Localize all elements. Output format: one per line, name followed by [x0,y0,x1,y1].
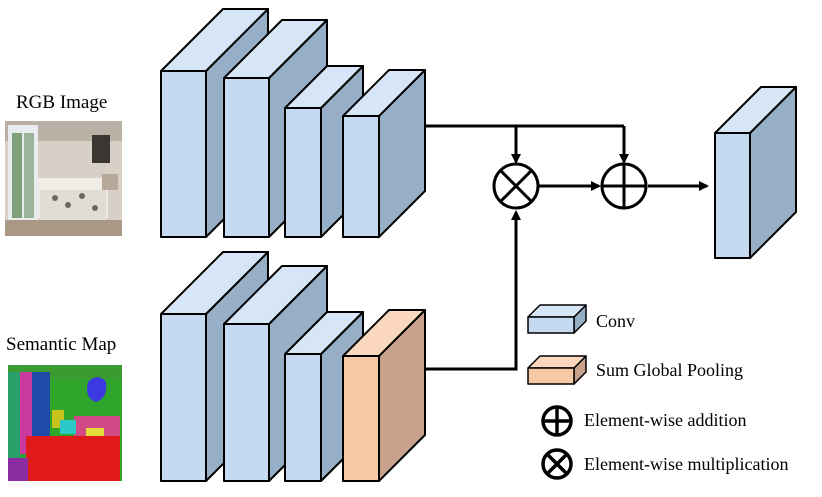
legend-add-icon [541,405,573,437]
bottom-branch-line [425,210,521,371]
legend-pool-label: Sum Global Pooling [596,360,744,380]
rgb-image-label: RGB Image [16,92,108,113]
rgb-conv-block-4 [342,69,426,238]
legend-conv-icon [527,304,587,334]
legend-conv-label: Conv [596,311,636,331]
legend-multiply-icon [541,448,573,480]
multiply-operator-icon [492,162,540,210]
semantic-map-thumbnail [8,365,122,481]
rgb-image-thumbnail [5,121,122,236]
connections [425,124,709,371]
layer-blocks [160,8,797,482]
legend-add-label: Element-wise addition [584,410,747,430]
legend-pool-icon [527,355,587,385]
sem-pool-block [342,309,426,482]
semantic-map-label: Semantic Map [6,334,117,355]
legend-mul-label: Element-wise multiplication [584,454,789,474]
output-conv-block [714,86,797,259]
add-operator-icon [600,162,648,210]
